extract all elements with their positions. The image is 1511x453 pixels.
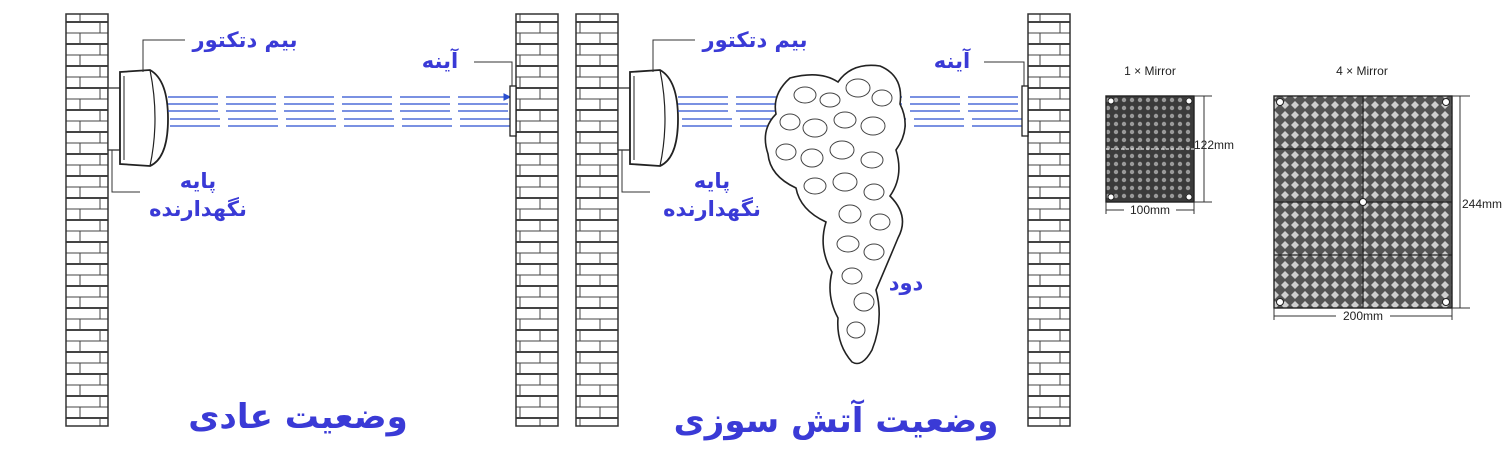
- beam-detector-icon: [119, 69, 169, 167]
- mount-label-line1: پایه: [694, 169, 730, 193]
- mirror-1x-face: [1105, 95, 1195, 203]
- detector-label: بیم دتکتور: [192, 28, 298, 52]
- beam-lines: [168, 93, 512, 127]
- beam-detector-icon: [629, 69, 679, 167]
- mount-label-line2: نگهدارنده: [663, 196, 761, 221]
- mirror-icon: [509, 85, 517, 137]
- mirror-4x-panel: 4 × Mirror 244mm 200mm: [1273, 64, 1502, 323]
- mirror-4x-title: 4 × Mirror: [1336, 64, 1388, 78]
- mirror-1x-height: 122mm: [1194, 138, 1234, 152]
- mount-bracket: [617, 87, 631, 151]
- right-wall: [515, 13, 559, 427]
- mirror-label: آینه: [934, 48, 971, 73]
- left-wall: [65, 13, 109, 427]
- mirror-1x-title: 1 × Mirror: [1124, 64, 1176, 78]
- normal-state-title: وضعیت عادی: [188, 397, 408, 437]
- mount-bracket: [107, 87, 121, 151]
- mirror-leader-line: [984, 61, 1025, 86]
- mirror-icon: [1021, 85, 1029, 137]
- detector-leader-line: [142, 39, 185, 72]
- right-wall: [1027, 13, 1071, 427]
- mount-leader-line: [621, 150, 650, 193]
- smoke-label: دود: [889, 271, 924, 295]
- mirror-4x-width: 200mm: [1343, 309, 1383, 323]
- mount-label-line1: پایه: [180, 169, 216, 193]
- fire-state-panel: بیم دتکتور آینه پایه نگهدارنده دود وضعیت…: [575, 13, 1071, 441]
- detector-label: بیم دتکتور: [702, 28, 808, 52]
- left-wall: [575, 13, 619, 427]
- detector-leader-line: [652, 39, 695, 72]
- mount-leader-line: [111, 150, 140, 193]
- normal-state-panel: بیم دتکتور آینه پایه نگهدارنده وضعیت عاد…: [65, 13, 559, 437]
- fire-state-title: وضعیت آتش سوزی: [674, 399, 999, 441]
- mount-label-line2: نگهدارنده: [149, 196, 247, 221]
- mirror-1x-panel: 1 × Mirror 122mm 100mm: [1105, 64, 1234, 217]
- mirror-4x-height: 244mm: [1462, 197, 1502, 211]
- smoke-cloud-icon: [764, 64, 906, 365]
- mirror-label: آینه: [422, 48, 459, 73]
- mirror-leader-line: [474, 61, 513, 86]
- mirror-1x-width: 100mm: [1130, 203, 1170, 217]
